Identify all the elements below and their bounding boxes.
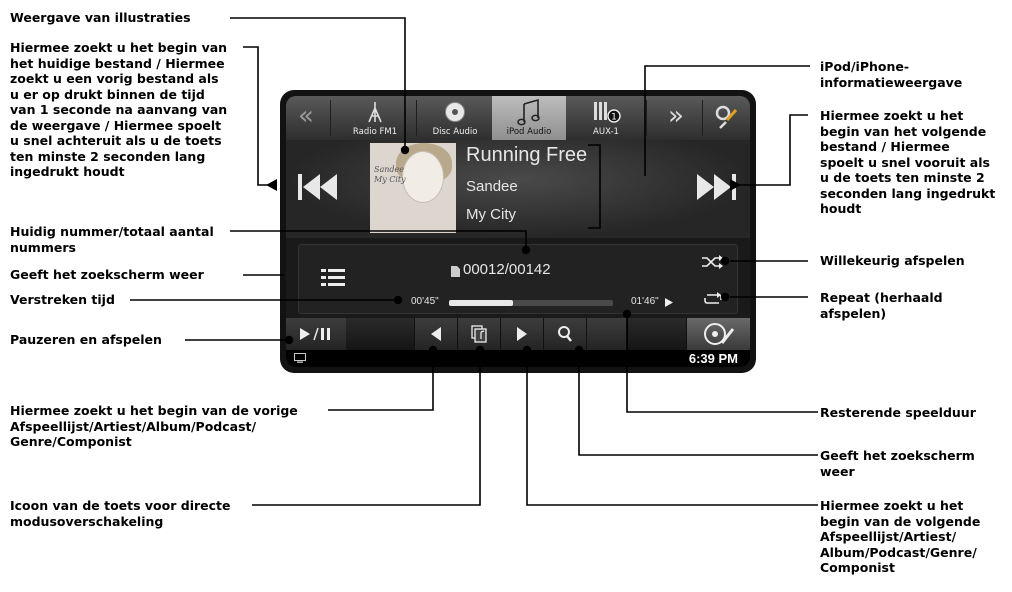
progress-track[interactable] [449,300,613,306]
album-art: Sandee My City [370,143,456,233]
album-art-text: Sandee My City [374,165,406,184]
display-icon [294,353,306,363]
callout-ipod-info: iPod/iPhone-informatieweergave [820,59,963,90]
status-bar: 6:39 PM [286,350,750,367]
repeat-icon[interactable] [703,291,723,307]
elapsed-time: 00'45" [411,296,439,307]
svg-text:1: 1 [611,113,617,123]
source-bar: « Radio FM1 Disc Audio [286,96,750,140]
play-indicator-icon [665,298,673,307]
settings-button[interactable] [704,96,750,140]
source-label: Radio FM1 [352,127,398,137]
track-album: My City [466,206,516,223]
list-search-icon[interactable] [321,267,347,289]
disc-icon [445,102,465,122]
source-disc-button[interactable]: Disc Audio [420,96,490,140]
info-panel: 00012/00142 00'45" 01'46" [298,244,738,314]
search-icon [558,326,572,342]
screen-inner: « Radio FM1 Disc Audio [286,96,750,367]
triangle-right-icon [517,327,527,341]
source-radio-button[interactable]: Radio FM1 [338,96,412,140]
previous-playlist-button[interactable] [414,318,457,350]
skip-back-icon [298,174,337,200]
callout-illustration-view: Weergave van illustraties [10,10,191,25]
callout-remaining: Resterende speelduur [820,405,976,420]
previous-track-button[interactable] [294,162,344,212]
track-counter: 00012/00142 [463,261,551,278]
source-label: AUX-1 [593,127,619,137]
next-track-button[interactable] [690,162,740,212]
source-label: iPod Audio [506,127,552,137]
clock: 6:39 PM [688,351,738,366]
next-playlist-button[interactable] [500,318,543,350]
source-ipod-button[interactable]: iPod Audio [492,96,566,140]
disc-wrench-icon [704,323,735,345]
callout-elapsed-time: Verstreken tijd [10,292,115,307]
pause-play-button[interactable] [286,318,346,350]
triangle-left-icon [431,327,441,341]
progress-fill [449,300,513,306]
now-playing-area: Sandee My City Running Free Sandee My Ci… [286,140,750,238]
music-note-icon [517,98,540,126]
control-bar [286,318,750,350]
callout-pause-play: Pauzeren en afspelen [10,332,162,347]
source-label: Disc Audio [432,127,478,137]
file-icon [451,266,460,277]
aux-jack-icon: 1 [594,102,621,123]
mode-switch-button[interactable] [457,318,500,350]
callout-search-left: Geeft het zoekscherm weer [10,267,204,282]
skip-forward-icon [697,174,736,200]
device-screen: « Radio FM1 Disc Audio [280,90,756,373]
antenna-icon [368,102,382,123]
search-button[interactable] [543,318,586,350]
source-scroll-right-button[interactable]: » [668,101,684,131]
remaining-time: 01'46" [631,296,659,307]
track-title: Running Free [466,144,588,166]
source-aux-button[interactable]: 1 AUX-1 [568,96,644,140]
settings-wrench-icon [715,105,738,129]
empty-control-slot [586,318,628,350]
shuffle-icon[interactable] [701,255,723,269]
audio-setup-button[interactable] [686,318,750,350]
track-artist: Sandee [466,178,518,195]
callout-shuffle: Willekeurig afspelen [820,253,965,268]
mode-switch-icon [471,325,487,343]
source-scroll-left-button[interactable]: « [298,101,314,131]
play-pause-icon [300,327,330,341]
